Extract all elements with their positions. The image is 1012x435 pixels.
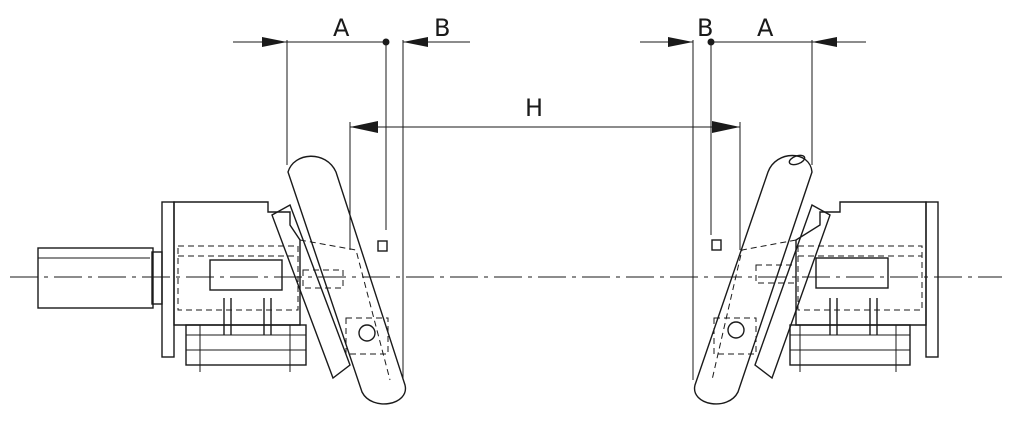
right-pivot-dot: [707, 38, 715, 46]
right-housing-flange: [925, 201, 939, 358]
left-lever-lug: [377, 240, 388, 252]
left-shaft: [37, 247, 163, 309]
left-lever: [287, 155, 406, 405]
right-b-arrowhead: [668, 37, 693, 47]
left-a-label: A: [333, 14, 350, 42]
right-lever: [694, 154, 813, 405]
right-a-label: A: [757, 14, 774, 42]
right-b-label: B: [697, 14, 713, 42]
h-dimension-group: H: [349, 94, 741, 250]
right-lever-lug: [711, 239, 722, 251]
h-label: H: [525, 94, 543, 122]
left-base: [185, 298, 307, 372]
left-dimension-group: A B: [233, 14, 470, 380]
left-hub-dashed: [302, 269, 344, 289]
left-lever-pin-circle: [358, 324, 376, 342]
left-shaft-body: [37, 247, 154, 309]
h-left-arrowhead: [350, 121, 378, 133]
left-housing-inner-bore: [177, 245, 299, 311]
right-housing: [795, 201, 939, 358]
right-lever-body: [694, 155, 813, 405]
left-unit: [37, 155, 406, 405]
left-base-block: [185, 324, 307, 366]
right-dimension-group: B A: [640, 14, 866, 380]
right-lever-pin-circle: [727, 321, 745, 339]
right-unit: [694, 154, 939, 405]
left-housing-window: [209, 259, 283, 291]
right-a-arrowhead: [812, 37, 837, 47]
right-base-block: [789, 324, 911, 366]
left-b-label: B: [434, 14, 450, 42]
left-tilted-plate: [271, 203, 391, 381]
left-housing-outline: [173, 201, 301, 326]
left-plate-dashed-contour: [299, 239, 391, 381]
left-lever-clamp: [345, 317, 389, 355]
right-housing-inner-bore: [797, 245, 923, 311]
left-pivot-dot: [382, 38, 390, 46]
right-lever-slot: [788, 154, 806, 166]
left-plate-back: [271, 203, 351, 380]
right-plate-back: [754, 203, 831, 380]
left-b-arrowhead: [403, 37, 428, 47]
left-a-arrowhead: [262, 37, 287, 47]
left-housing-flange: [161, 201, 175, 358]
h-right-arrowhead: [712, 121, 740, 133]
left-base-grooves: [186, 334, 306, 351]
left-lever-body: [287, 155, 406, 405]
right-lever-clamp: [713, 317, 757, 355]
right-base-grooves: [790, 334, 910, 351]
right-housing-window: [815, 257, 889, 289]
right-plate-dashed-contour: [711, 239, 797, 381]
right-base: [789, 298, 911, 372]
right-hub-dashed: [755, 264, 797, 284]
